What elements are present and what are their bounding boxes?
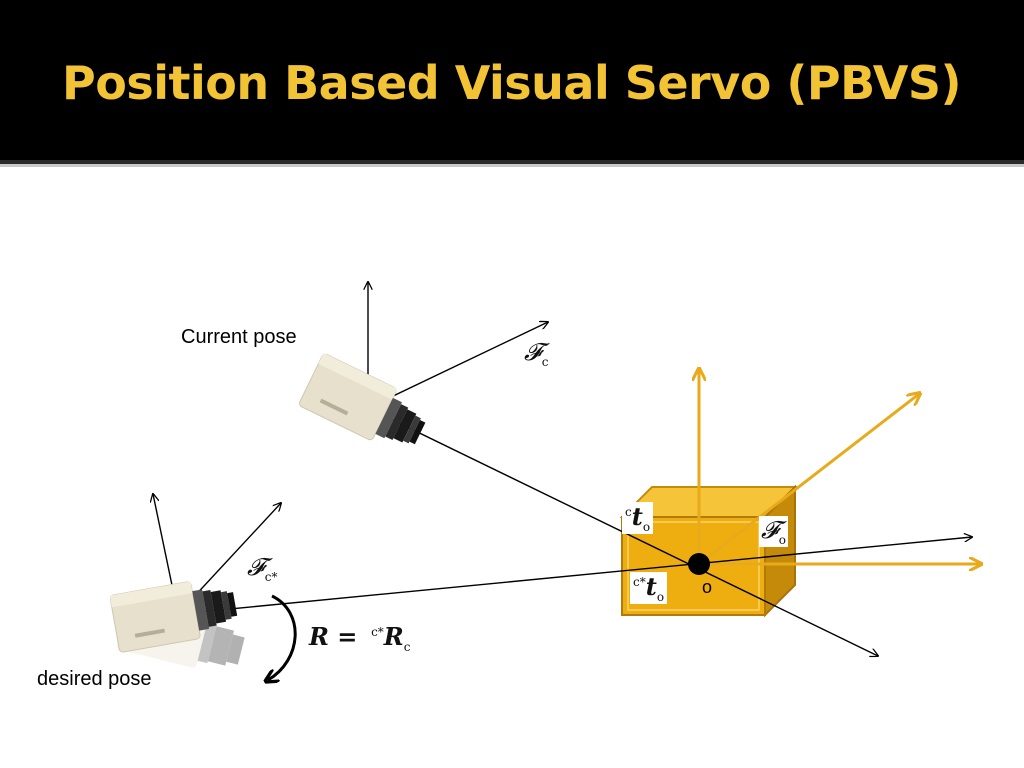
current-translation-label: cto	[622, 502, 654, 534]
object-frame-label: 𝓕o	[759, 516, 788, 547]
desired-camera-frame-label: 𝓕c*	[247, 553, 278, 584]
current-pose-label: Current pose	[181, 326, 297, 348]
rotation-equation: R = c*Rc	[309, 622, 411, 654]
object-frame-axes	[699, 370, 980, 564]
header-divider	[0, 160, 1024, 164]
slide-header: Position Based Visual Servo (PBVS)	[0, 0, 1024, 160]
slide-title: Position Based Visual Servo (PBVS)	[62, 56, 962, 110]
camera-frame-label: 𝓕c	[524, 338, 549, 369]
camera-icon	[299, 352, 426, 445]
desired-pose-label: desired pose	[37, 668, 152, 690]
camera-icon	[109, 581, 238, 653]
rotation-arrow	[268, 594, 297, 680]
object-origin-point	[688, 553, 710, 575]
header-divider-shadow	[0, 164, 1024, 167]
object-origin-label: o	[702, 577, 713, 597]
desired-translation-label: c*to	[630, 572, 668, 604]
